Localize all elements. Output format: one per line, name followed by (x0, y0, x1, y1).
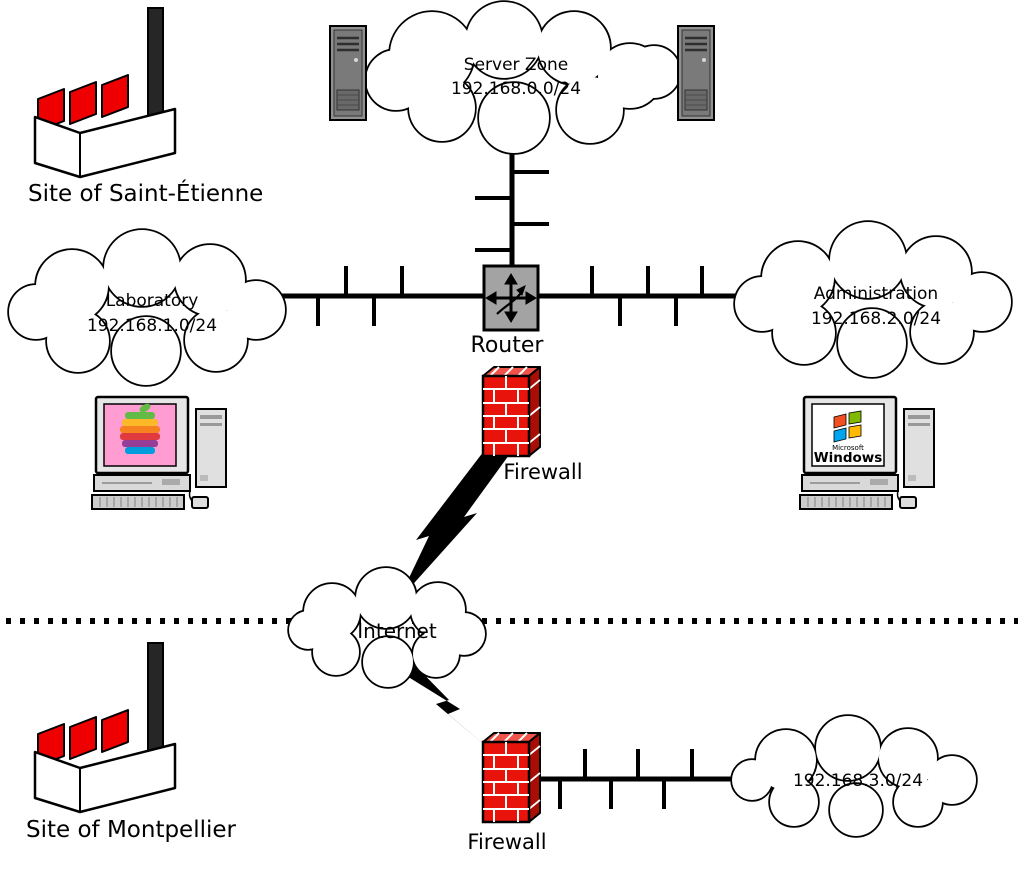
firewall-bottom-icon (481, 731, 542, 824)
lightning-bolt-icon-bottom (389, 655, 494, 753)
laboratory-name-label: Laboratory (106, 291, 199, 311)
site-saint-etienne-label: Site of Saint-Étienne (28, 179, 263, 207)
mac-mouse (191, 496, 209, 509)
server-zone-name-label: Server Zone (464, 55, 568, 75)
internet-label: Internet (357, 619, 437, 643)
administration-cidr-label: 192.168.2.0/24 (811, 309, 941, 329)
mac-tower (195, 408, 227, 488)
administration-name-label: Administration (814, 284, 938, 304)
router-arrows-icon (485, 273, 537, 323)
server-tower-left-icon (328, 24, 368, 122)
factory-montpellier-icon (33, 641, 177, 814)
lightning-bolt-icon-top (398, 447, 509, 601)
montpellier-lan-bus (529, 749, 745, 809)
windows-brand-text: Windows (814, 450, 883, 466)
microsoft-brand-text: Microsoft (832, 444, 864, 452)
apple-logo-icon (120, 403, 160, 454)
server-zone-cloud (364, 0, 682, 155)
windows-keyboard (799, 494, 893, 510)
firewall-top-icon (481, 365, 542, 458)
classic-mac-icon (91, 395, 227, 510)
server-zone-cidr-label: 192.168.0.0/24 (451, 79, 581, 99)
mac-keyboard (91, 494, 185, 510)
server-zone-bus (475, 133, 549, 268)
site-montpellier-label: Site of Montpellier (26, 817, 237, 843)
montpellier-lan-cidr-label: 192.168.3.0/24 (793, 771, 923, 791)
router-node (482, 264, 540, 332)
windows-screen (811, 403, 885, 467)
windows-tower (903, 408, 935, 488)
firewall-top-label: Firewall (503, 460, 582, 484)
windows-pc-icon: Microsoft Windows (799, 395, 935, 510)
factory-saint-etienne-icon (33, 6, 177, 179)
windows-flag-icon (833, 410, 862, 443)
server-tower-right-icon (676, 24, 716, 122)
router-label: Router (471, 333, 545, 358)
windows-mouse (899, 496, 917, 509)
firewall-bottom-label: Firewall (467, 830, 546, 854)
laboratory-cidr-label: 192.168.1.0/24 (87, 316, 217, 336)
